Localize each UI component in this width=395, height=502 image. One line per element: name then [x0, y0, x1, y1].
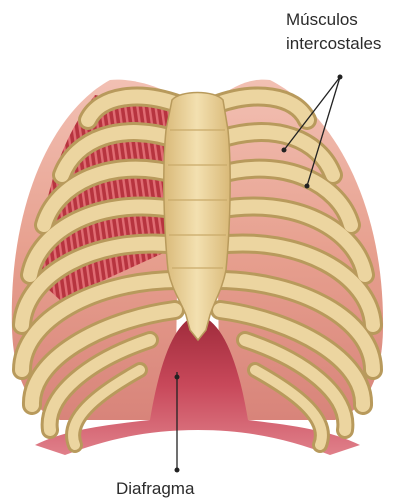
label-intercostal-line2: intercostales [286, 32, 381, 56]
leader-dot-top [338, 75, 343, 80]
label-intercostal-muscles: Músculos intercostales [286, 8, 381, 56]
label-intercostal-line1: Músculos [286, 8, 381, 32]
leader-dot-bottom [175, 468, 180, 473]
leader-dot-muscle-1 [282, 148, 287, 153]
leader-dot-muscle-2 [305, 184, 310, 189]
leader-dot-diaphragm [175, 375, 180, 380]
label-diaphragm: Diafragma [116, 477, 194, 501]
